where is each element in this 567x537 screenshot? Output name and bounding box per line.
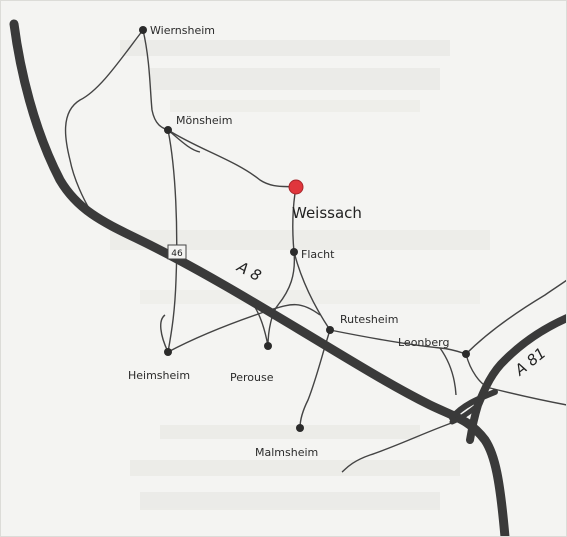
road-monsheim-west xyxy=(167,129,201,153)
road-wiernsheim-monsheim xyxy=(142,29,169,131)
highway-a8 xyxy=(9,19,510,537)
label-monsheim: Mönsheim xyxy=(176,114,232,127)
interchange-loop-1 xyxy=(449,389,498,421)
road-lower-west xyxy=(341,419,461,473)
label-perouse: Perouse xyxy=(230,371,274,384)
road-wiernsheim-west xyxy=(64,29,144,211)
label-leonberg: Leonberg xyxy=(398,336,449,349)
town-dot-wiernsheim xyxy=(139,26,147,34)
road-rutesheim-leonberg xyxy=(329,329,467,355)
road-rutesheim-malmsheim xyxy=(299,329,331,429)
town-dot-malmsheim xyxy=(296,424,304,432)
town-dot-leonberg xyxy=(462,350,470,358)
town-dot-heimsheim xyxy=(164,348,172,356)
road-flacht-rutesheim xyxy=(293,251,331,331)
background-texture xyxy=(110,40,490,510)
town-dot-flacht xyxy=(290,248,298,256)
road-shield-label: 46 xyxy=(171,249,183,259)
town-dot-perouse xyxy=(264,342,272,350)
road-monsheim-weissach xyxy=(167,129,297,188)
label-rutesheim: Rutesheim xyxy=(340,313,398,326)
label-malmsheim: Malmsheim xyxy=(255,446,318,459)
road-shield-46: 46 xyxy=(167,244,187,260)
town-dot-monsheim xyxy=(164,126,172,134)
label-heimsheim: Heimsheim xyxy=(128,369,190,382)
highway-label-a8: A 8 xyxy=(233,257,264,285)
town-dot-weissach xyxy=(288,179,304,195)
road-leonberg-loop xyxy=(439,347,457,396)
town-markers xyxy=(139,26,470,432)
interchange-loop-2 xyxy=(449,402,481,425)
road-leonberg-south xyxy=(465,353,567,406)
road-leonberg-east xyxy=(465,279,567,355)
label-flacht: Flacht xyxy=(301,248,335,261)
road-heimsheim-west xyxy=(160,314,169,353)
highway-a81 xyxy=(466,314,567,444)
road-monsheim-heimsheim xyxy=(167,129,178,353)
town-labels: Wiernsheim Mönsheim Weissach Flacht Rute… xyxy=(128,24,449,459)
road-flacht-south xyxy=(267,251,296,347)
label-weissach: Weissach xyxy=(292,204,362,222)
town-dot-rutesheim xyxy=(326,326,334,334)
label-wiernsheim: Wiernsheim xyxy=(150,24,215,37)
highways xyxy=(9,19,567,537)
